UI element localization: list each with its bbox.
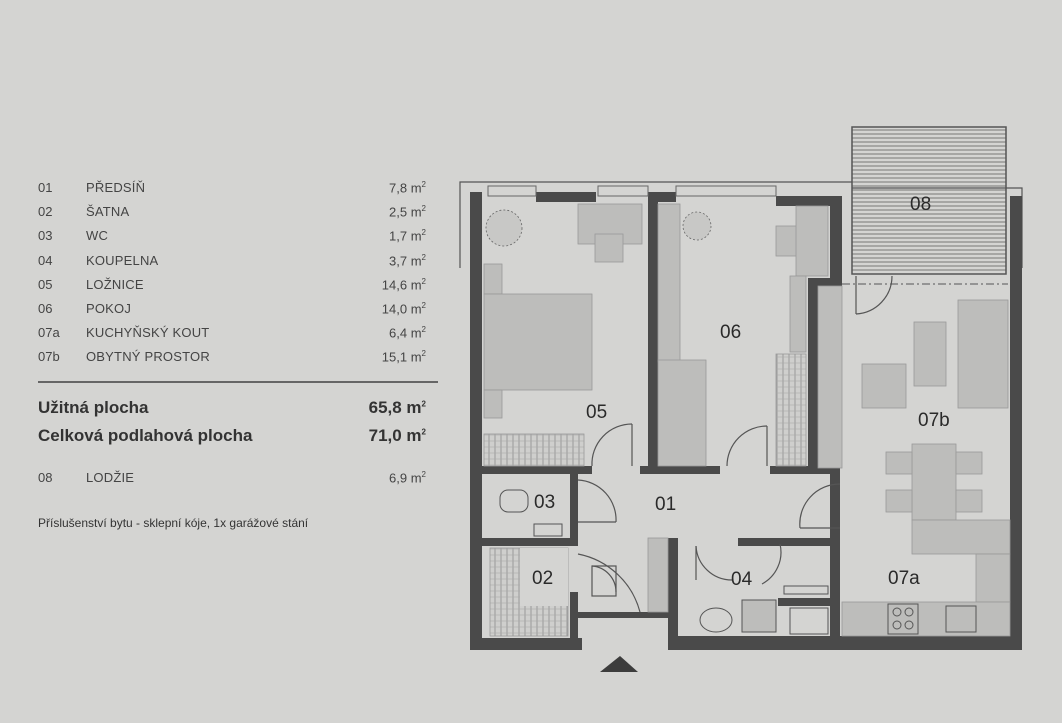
room-name: WC	[86, 228, 109, 244]
room-name: LODŽIE	[86, 470, 135, 485]
room-number: 03	[38, 228, 53, 244]
legend-divider	[38, 381, 438, 383]
room-legend: 01 PŘEDSÍŇ 7,8 m2 02 ŠATNA 2,5 m2 03 WC …	[38, 178, 430, 372]
usable-area-row: Užitná plocha 65,8 m2	[38, 398, 430, 418]
room-area: 6,4 m2	[389, 325, 426, 341]
room-name: PŘEDSÍŇ	[86, 180, 146, 195]
label-01: 01	[655, 494, 676, 515]
room-area: 14,6 m2	[381, 276, 426, 293]
room-number: 07a	[38, 325, 60, 341]
legend-row-06: 06 POKOJ 14,0 m2	[38, 299, 430, 323]
label-06: 06	[720, 322, 741, 343]
legend-row-05: 05 LOŽNICE 14,6 m2	[38, 275, 430, 299]
room-name: OBYTNÝ PROSTOR	[86, 349, 210, 365]
legend-row-02: 02 ŠATNA 2,5 m2	[38, 202, 430, 226]
room-number: 04	[38, 252, 53, 268]
room-name: ŠATNA	[86, 204, 130, 220]
label-07b: 07b	[918, 410, 950, 431]
legend-row-07b: 07b OBYTNÝ PROSTOR 15,1 m2	[38, 347, 430, 371]
room-name: POKOJ	[86, 300, 132, 316]
label-04: 04	[731, 569, 753, 590]
room-area: 6,9 m2	[389, 470, 426, 486]
room-number: 08	[38, 470, 53, 485]
usable-area-label: Užitná plocha	[38, 398, 149, 417]
floor-area-value: 71,0 m2	[368, 426, 426, 445]
room-area: 2,5 m2	[389, 204, 426, 220]
label-07a: 07a	[888, 568, 920, 589]
usable-area-value: 65,8 m2	[368, 398, 426, 417]
room-area: 3,7 m2	[389, 252, 426, 268]
entrance-arrow-icon	[600, 656, 638, 672]
legend-row-03: 03 WC 1,7 m2	[38, 226, 430, 250]
label-02: 02	[532, 568, 553, 589]
legend-row-01: 01 PŘEDSÍŇ 7,8 m2	[38, 178, 430, 202]
room-area: 7,8 m2	[389, 180, 426, 196]
room-area: 14,0 m2	[381, 300, 426, 317]
room-area: 1,7 m2	[389, 228, 426, 244]
room-name: KUCHYŇSKÝ KOUT	[86, 325, 210, 341]
legend-row-04: 04 KOUPELNA 3,7 m2	[38, 251, 430, 275]
loggia-08	[851, 126, 1007, 275]
room-number: 01	[38, 180, 53, 195]
legend-row-08: 08 LODŽIE 6,9 m2	[38, 468, 430, 492]
legend-row-07a: 07a KUCHYŇSKÝ KOUT 6,4 m2	[38, 323, 430, 347]
label-05: 05	[586, 402, 607, 423]
room-name: KOUPELNA	[86, 252, 159, 268]
label-08: 08	[910, 194, 931, 215]
floor-area-row: Celková podlahová plocha 71,0 m2	[38, 426, 430, 446]
walls	[470, 192, 1022, 650]
room-number: 06	[38, 300, 53, 316]
room-number: 02	[38, 204, 53, 220]
room-name: LOŽNICE	[86, 276, 144, 292]
accessories-note: Příslušenství bytu - sklepní kóje, 1x ga…	[38, 516, 309, 530]
room-number: 05	[38, 276, 53, 292]
label-03: 03	[534, 492, 555, 513]
floor-area-label: Celková podlahová plocha	[38, 426, 253, 445]
room-number: 07b	[38, 349, 60, 365]
room-area: 15,1 m2	[381, 349, 426, 365]
